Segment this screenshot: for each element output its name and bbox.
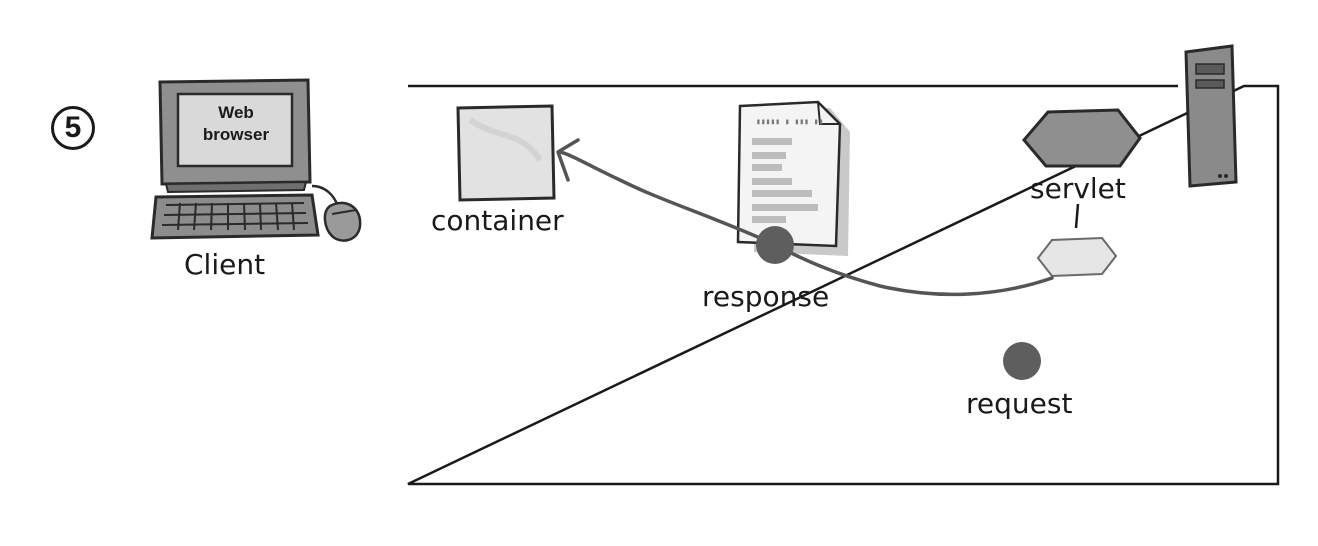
request-object-dot	[1003, 342, 1041, 380]
request-label: request	[966, 387, 1073, 420]
browser-screen-label-line2: browser	[202, 125, 270, 144]
browser-screen-label-line1: Web	[218, 103, 254, 122]
servlet-thread-connector	[1074, 203, 1080, 229]
servlet-icon	[1022, 108, 1142, 168]
step-number: 5	[51, 106, 95, 150]
browser-screen-label: Web browser	[186, 102, 286, 146]
client-computer-icon	[150, 78, 362, 242]
response-label: response	[702, 280, 830, 313]
thread-icon	[1036, 236, 1118, 278]
container-label: container	[431, 204, 564, 237]
response-object-dot	[756, 226, 794, 264]
servlet-label: servlet	[1030, 172, 1126, 205]
client-label: Client	[184, 248, 266, 281]
document-header-text: ▮▮▮▮▮ ▮ ▮▮▮ ▮▮	[756, 117, 823, 126]
server-boundary-box	[407, 84, 1280, 486]
server-tower-icon	[1184, 44, 1238, 188]
container-icon	[456, 104, 556, 202]
response-document-icon: ▮▮▮▮▮ ▮ ▮▮▮ ▮▮	[736, 100, 850, 256]
